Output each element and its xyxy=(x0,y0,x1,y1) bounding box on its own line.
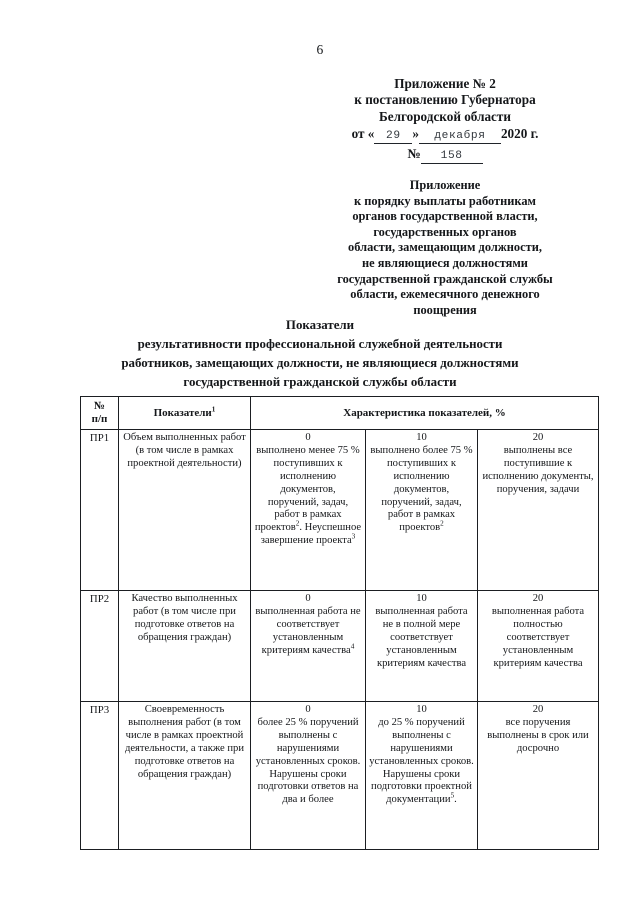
value-footnote: 2 xyxy=(440,519,444,528)
title-line-3: работников, замещающих должности, не явл… xyxy=(121,356,519,370)
approval-block: Приложение № 2 к постановлению Губернато… xyxy=(300,76,590,165)
header-indicators-footnote: 1 xyxy=(211,404,216,413)
date-prefix: от « xyxy=(351,126,375,142)
annex-line-7: государственной гражданской службы xyxy=(337,271,553,286)
value-score: 0 xyxy=(305,593,311,604)
header-indicators: Показатели1 xyxy=(118,396,251,430)
value-footnote-2: 3 xyxy=(351,532,356,541)
row-value-20: 20 выполнены все поступившие к исполнени… xyxy=(476,429,600,591)
page-title: Показатели результативности профессионал… xyxy=(60,316,580,392)
row-value-20: 20 все поручения выполнены в срок или до… xyxy=(476,701,600,850)
annex-line-9: поощрения xyxy=(413,302,477,317)
row-value-20: 20 выполненная работа полностью соответс… xyxy=(476,590,600,702)
row-name: Объем выполненных работ (в том числе в р… xyxy=(118,429,251,591)
header-number: № п/п xyxy=(80,396,119,430)
value-description: выполненная работа не соответствует уста… xyxy=(254,606,362,658)
date-year: 2020 г. xyxy=(500,126,539,142)
header-number-line-1: № xyxy=(93,400,106,412)
value-score: 20 xyxy=(532,593,544,604)
title-line-2: результативности профессиональной служеб… xyxy=(137,337,503,351)
value-description: выполненная работа не в полной мере соот… xyxy=(375,605,468,669)
row-value-0: 0 более 25 % поручений выполнены с наруш… xyxy=(250,701,366,850)
annex-line-5: области, замещающим должности, xyxy=(348,240,542,255)
row-code: ПР1 xyxy=(80,429,119,591)
value-footnote: 4 xyxy=(350,642,355,651)
value-description-text: выполненная работа не соответствует уста… xyxy=(255,605,361,656)
value-score: 10 xyxy=(416,704,427,715)
date-day-fill: 29 xyxy=(374,130,413,145)
number-label: № xyxy=(407,146,421,162)
value-description-text: до 25 % поручений выполнены с нарушениям… xyxy=(369,716,474,806)
header-number-line-2: п/п xyxy=(91,413,108,425)
row-code: ПР2 xyxy=(80,590,119,702)
value-description-text-2: . xyxy=(454,794,457,806)
annex-line-2: к порядку выплаты работникам xyxy=(354,193,536,208)
value-description: выполнено менее 75 % поступивших к испол… xyxy=(254,445,362,548)
annex-line-1: Приложение xyxy=(409,178,481,192)
value-score: 0 xyxy=(305,704,311,715)
header-indicators-label: Показатели xyxy=(153,406,212,419)
value-description: до 25 % поручений выполнены с нарушениям… xyxy=(369,717,474,807)
annex-block: Приложение к порядку выплаты работникам … xyxy=(300,178,590,318)
annex-line-6: не являющиеся должностями xyxy=(362,255,528,270)
value-description: выполнены все поступившие к исполнению д… xyxy=(482,444,594,495)
value-description: более 25 % поручений выполнены с нарушен… xyxy=(255,716,361,806)
row-name: Качество выполненных работ (в том числе … xyxy=(118,590,251,702)
row-value-0: 0 выполнено менее 75 % поступивших к исп… xyxy=(250,429,366,591)
page-number: 6 xyxy=(316,42,324,57)
row-code: ПР3 xyxy=(80,701,119,850)
value-score: 0 xyxy=(305,432,311,443)
title-line-1: Показатели xyxy=(285,318,355,332)
value-score: 20 xyxy=(532,704,544,715)
row-name: Своевременность выполнения работ (в том … xyxy=(118,701,251,850)
value-score: 10 xyxy=(416,593,427,604)
annex-line-8: области, ежемесячного денежного xyxy=(350,287,540,302)
row-value-10: 10 выполнено более 75 % поступивших к ис… xyxy=(365,429,478,591)
annex-line-4: государственных органов xyxy=(373,224,517,239)
value-description: выполнено более 75 % поступивших к испол… xyxy=(369,445,474,535)
row-value-0: 0 выполненная работа не соответствует ус… xyxy=(250,590,366,702)
value-score: 20 xyxy=(532,432,544,443)
value-description: все поручения выполнены в срок или досро… xyxy=(487,716,589,754)
row-value-10: 10 до 25 % поручений выполнены с нарушен… xyxy=(365,701,478,850)
value-score: 10 xyxy=(416,432,427,443)
row-value-10: 10 выполненная работа не в полной мере с… xyxy=(365,590,478,702)
table-header-row: № п/п Показатели1 Характеристика показат… xyxy=(80,396,600,430)
table-row: ПР1 Объем выполненных работ (в том числе… xyxy=(80,429,600,591)
value-description-text-2: . Неуспешное завершение проекта xyxy=(260,522,362,547)
value-description: выполненная работа полностью соответству… xyxy=(491,605,585,669)
value-footnote: 2 xyxy=(295,519,300,528)
approval-line-2: к постановлению Губернатора xyxy=(354,92,536,108)
annex-line-3: органов государственной власти, xyxy=(352,209,538,224)
value-description-text: выполнено менее 75 % поступивших к испол… xyxy=(254,444,360,534)
header-characteristics: Характеристика показателей, % xyxy=(249,396,600,430)
approval-line-3: Белгородской области xyxy=(379,108,511,124)
table-row: ПР3 Своевременность выполнения работ (в … xyxy=(80,701,600,850)
value-description-text: выполнено более 75 % поступивших к испол… xyxy=(370,444,473,534)
table-row: ПР2 Качество выполненных работ (в том чи… xyxy=(80,590,600,702)
number-value-fill: 158 xyxy=(420,150,483,165)
date-month-fill: декабря xyxy=(418,130,501,145)
indicators-table: № п/п Показатели1 Характеристика показат… xyxy=(80,396,600,850)
approval-line-1: Приложение № 2 xyxy=(394,76,496,91)
value-footnote: 5 xyxy=(450,791,455,800)
date-mid: » xyxy=(412,126,419,142)
title-line-4: государственной гражданской службы облас… xyxy=(183,375,457,389)
